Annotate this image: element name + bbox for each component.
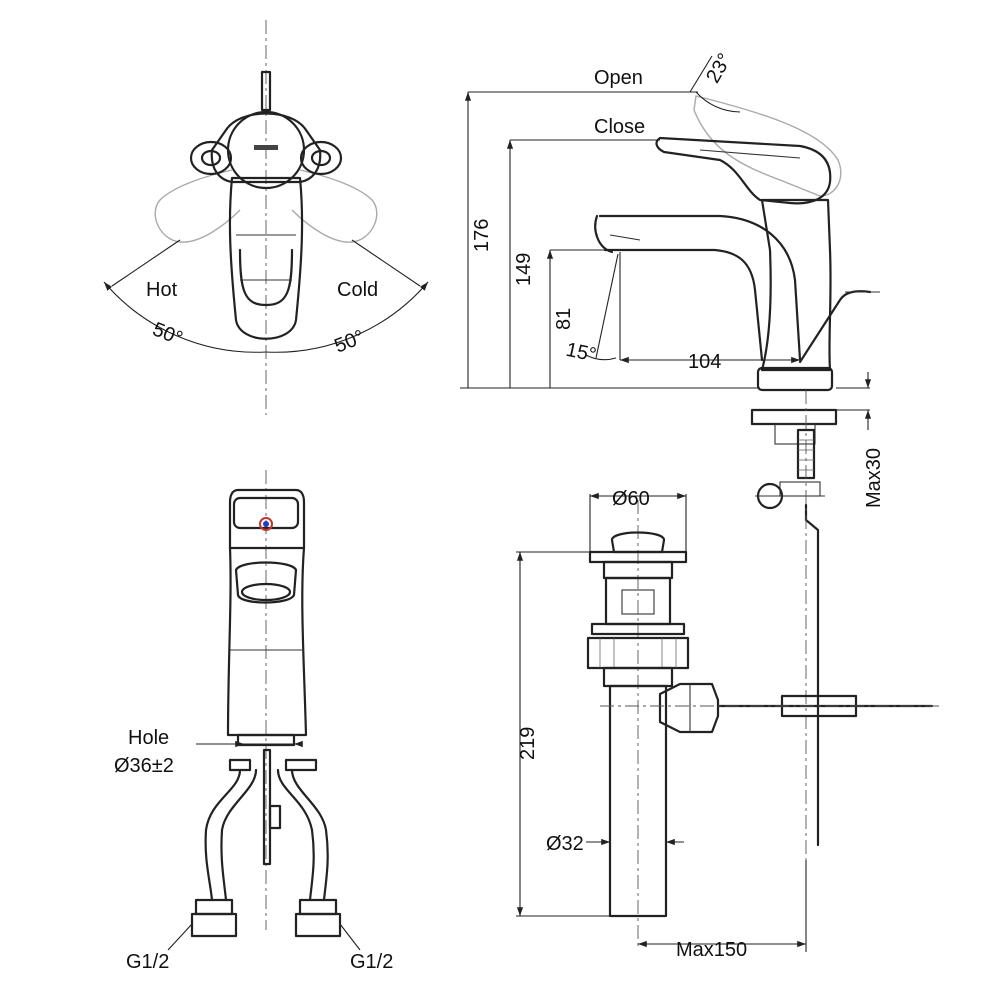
height-spout-label: 81 (553, 308, 575, 330)
max-offset-label: Max150 (676, 939, 747, 961)
rotation-arc (103, 239, 429, 353)
top-view: Hot Cold 50° 50° (103, 20, 429, 415)
thread-left-label: G1/2 (126, 951, 169, 973)
hot-cold-indicator (259, 517, 273, 531)
height-lever-label: 149 (513, 253, 535, 286)
lever-ghost-open (693, 95, 842, 197)
handle-base-top (189, 70, 343, 190)
open-label: Open (594, 67, 643, 89)
drain-height-label: 219 (517, 727, 539, 760)
popup-waste (586, 531, 720, 918)
linkage-rod (600, 694, 940, 718)
top-diameter-label: Ø60 (612, 488, 650, 510)
lever-closed (655, 136, 832, 205)
front-view: Hole Ø36±2 G1/2 G1/2 (114, 470, 393, 973)
angle-right-label: 50° (331, 326, 367, 358)
cold-label: Cold (337, 279, 378, 301)
reach-label: 104 (688, 351, 721, 373)
thread-right-label: G1/2 (350, 951, 393, 973)
close-label: Close (594, 116, 645, 138)
spout-angle-label: 15° (564, 339, 598, 367)
under-deck-fixings (750, 390, 838, 860)
hole-label: Hole (128, 727, 169, 749)
faucet-body-side (594, 198, 834, 392)
height-total-label: 176 (471, 219, 493, 252)
popup-rod (798, 290, 880, 364)
lever-ghost-hot (154, 169, 241, 243)
hot-label: Hot (146, 279, 178, 301)
faucet-body-front (226, 488, 308, 747)
indicator-dot (263, 521, 269, 527)
hole-diameter-label: Ø36±2 (114, 755, 174, 777)
lever-ghost-cold (291, 169, 378, 243)
max-deck-label: Max30 (863, 448, 885, 508)
drain-view: Ø60 219 Ø32 Max150 (516, 488, 940, 961)
angle-left-label: 50° (149, 318, 185, 350)
lever-angle-label: 23° (702, 50, 736, 87)
side-view: Max30 176 149 81 104 15° 23° Open Close (460, 50, 885, 860)
pipe-diameter-label: Ø32 (546, 833, 584, 855)
lever-body-top (228, 176, 304, 340)
flexible-hoses (190, 748, 342, 938)
